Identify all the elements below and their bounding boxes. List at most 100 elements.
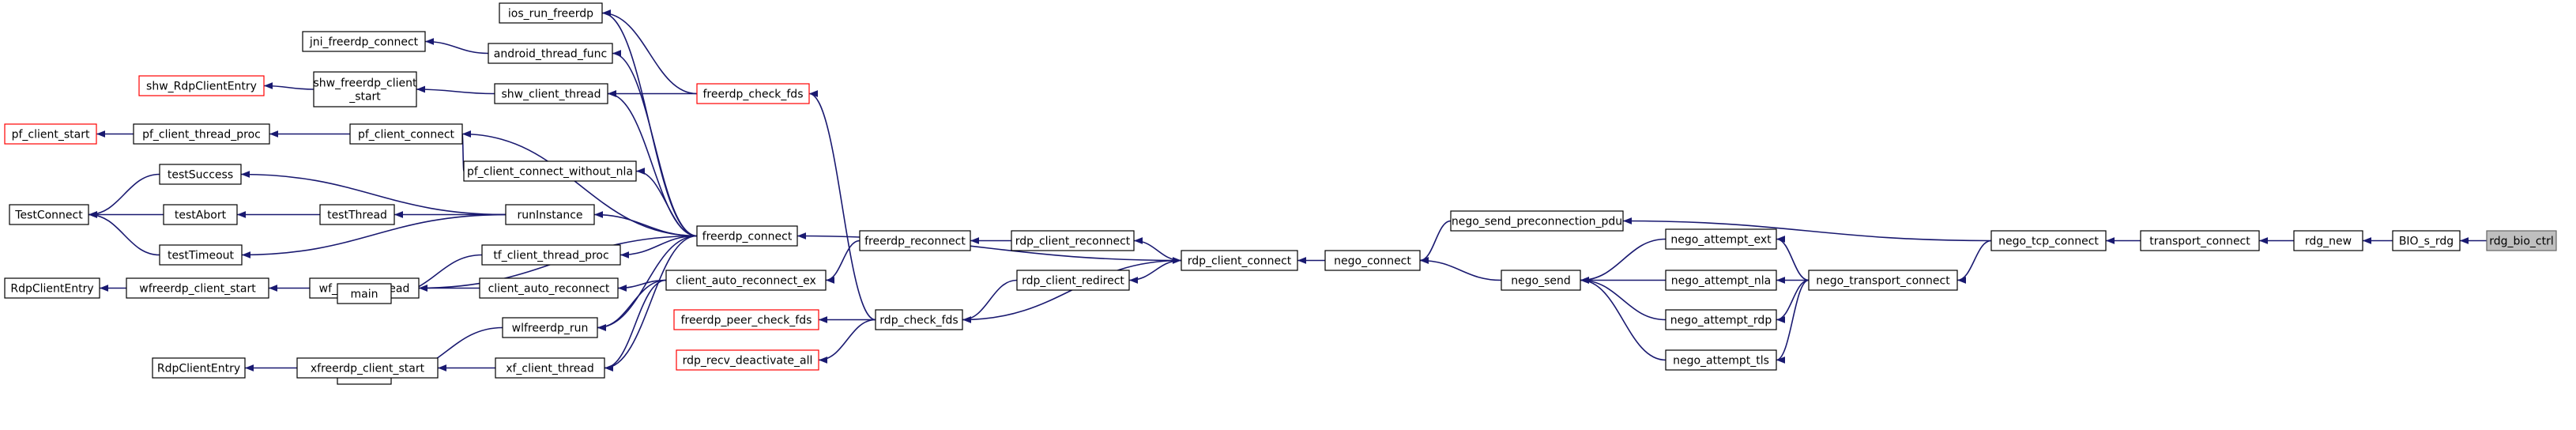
- edge-nego-tcp-connect-to-nego-send-preconnection-pdu: [1622, 217, 1992, 242]
- node-rdp-recv-deactivate-all[interactable]: rdp_recv_deactivate_all: [676, 349, 819, 371]
- node-client-auto-reconnect-ex[interactable]: client_auto_reconnect_ex: [665, 270, 827, 291]
- node-label: testAbort: [175, 209, 227, 222]
- node-label: shw_freerdp_client: [314, 77, 417, 90]
- node-xfreerdp-client-start[interactable]: xfreerdp_client_start: [296, 357, 439, 379]
- edge-nego-transport-connect-to-nego-attempt-ext: [1776, 236, 1810, 281]
- node-label: wlfreerdp_run: [512, 322, 589, 335]
- edge-layer: [88, 9, 2487, 378]
- node-rdg-bio-ctrl[interactable]: rdg_bio_ctrl: [2486, 230, 2557, 251]
- node-box: [875, 309, 963, 330]
- edge-rdp-client-connect-to-rdp-client-reconnect: [1133, 237, 1182, 262]
- node-nego-send-preconnection-pdu[interactable]: nego_send_preconnection_pdu: [1450, 210, 1624, 232]
- node-nego-connect[interactable]: nego_connect: [1324, 250, 1421, 271]
- node-box: [494, 83, 608, 104]
- node-box: [1324, 250, 1421, 271]
- node-ios-run-freerdp[interactable]: ios_run_freerdp: [499, 2, 603, 24]
- node-main-1[interactable]: main: [337, 283, 392, 304]
- edge-nego-attempt-ext-to-nego-send: [1580, 238, 1666, 284]
- node-pf-client-start[interactable]: pf_client_start: [4, 123, 97, 145]
- node-transport-connect[interactable]: transport_connect: [2140, 230, 2260, 251]
- node-box: [319, 204, 395, 225]
- node-nego-transport-connect[interactable]: nego_transport_connect: [1808, 270, 1958, 291]
- node-rdp-check-fds[interactable]: rdp_check_fds: [875, 309, 963, 330]
- node-shw-freerdp-client-start[interactable]: shw_freerdp_client_start: [313, 71, 417, 108]
- node-nego-attempt-nla[interactable]: nego_attempt_nla: [1665, 270, 1777, 291]
- node-bio-s-rdg[interactable]: BIO_s_rdg: [2392, 230, 2461, 251]
- node-shw-rdpcliententry[interactable]: shw_RdpClientEntry: [138, 75, 265, 96]
- edge-freerdp-reconnect-to-client-auto-reconnect-ex: [825, 240, 861, 284]
- node-box: [495, 357, 605, 379]
- node-android-thread-func[interactable]: android_thread_func: [488, 43, 613, 64]
- node-box: [1808, 270, 1958, 291]
- edge-shw-client-thread-to-shw-freerdp-client-start: [416, 85, 495, 95]
- node-rdg-new[interactable]: rdg_new: [2293, 230, 2363, 251]
- node-testabort[interactable]: testAbort: [163, 204, 238, 225]
- node-box: [1450, 210, 1624, 232]
- node-label: pf_client_thread_proc: [142, 129, 261, 141]
- node-freerdp-connect[interactable]: freerdp_connect: [696, 225, 798, 247]
- node-box: [159, 164, 242, 185]
- node-testtimeout[interactable]: testTimeout: [159, 244, 243, 266]
- node-box: [152, 357, 246, 379]
- node-label: rdp_recv_deactivate_all: [683, 355, 813, 368]
- edge-freerdp-connect-to-pf-client-connect-without-nla: [635, 168, 698, 237]
- edge-nego-attempt-rdp-to-nego-send: [1580, 277, 1666, 321]
- node-box: [337, 283, 392, 304]
- node-label: rdp_client_connect: [1188, 255, 1292, 268]
- node-nego-attempt-tls[interactable]: nego_attempt_tls: [1665, 349, 1777, 371]
- node-rdpcliententry-2[interactable]: RdpClientEntry: [152, 357, 246, 379]
- node-label: xf_client_thread: [506, 363, 594, 375]
- node-rdp-client-redirect[interactable]: rdp_client_redirect: [1016, 270, 1130, 291]
- node-box: [4, 123, 97, 145]
- node-rdpcliententry-1[interactable]: RdpClientEntry: [4, 277, 100, 299]
- node-label: pf_client_connect: [358, 129, 455, 141]
- node-box: [2140, 230, 2260, 251]
- node-box: [313, 71, 417, 108]
- node-testsuccess[interactable]: testSuccess: [159, 164, 242, 185]
- node-box: [1665, 228, 1777, 250]
- node-nego-tcp-connect[interactable]: nego_tcp_connect: [1990, 230, 2107, 251]
- node-nego-attempt-rdp[interactable]: nego_attempt_rdp: [1665, 309, 1777, 330]
- node-pf-client-connect-without-nla[interactable]: pf_client_connect_without_nla: [463, 160, 637, 182]
- node-rdp-client-connect[interactable]: rdp_client_connect: [1181, 250, 1298, 271]
- node-box: [859, 230, 971, 251]
- node-jni-freerdp-connect[interactable]: jni_freerdp_connect: [302, 31, 426, 52]
- node-label: testThread: [327, 209, 387, 222]
- node-pf-client-thread-proc[interactable]: pf_client_thread_proc: [133, 123, 270, 145]
- node-testthread[interactable]: testThread: [319, 204, 395, 225]
- node-wfreerdp-client-start[interactable]: wfreerdp_client_start: [126, 277, 269, 299]
- node-label: client_auto_reconnect_ex: [676, 275, 815, 288]
- node-label: freerdp_connect: [702, 231, 793, 243]
- node-box: [1016, 270, 1130, 291]
- node-client-auto-reconnect[interactable]: client_auto_reconnect: [479, 277, 619, 299]
- node-label: testSuccess: [168, 169, 233, 182]
- node-xf-client-thread[interactable]: xf_client_thread: [495, 357, 605, 379]
- node-freerdp-check-fds[interactable]: freerdp_check_fds: [696, 83, 810, 104]
- node-label: nego_send_preconnection_pdu: [1452, 216, 1622, 228]
- edge-runinstance-to-testtimeout: [241, 213, 507, 258]
- edge-testsuccess-to-testconnect: [88, 173, 160, 218]
- node-nego-attempt-ext[interactable]: nego_attempt_ext: [1665, 228, 1777, 250]
- node-shw-client-thread[interactable]: shw_client_thread: [494, 83, 608, 104]
- edge-rdp-client-connect-to-rdp-client-redirect: [1128, 259, 1182, 284]
- node-rdp-client-reconnect[interactable]: rdp_client_reconnect: [1011, 230, 1135, 251]
- node-freerdp-peer-check-fds[interactable]: freerdp_peer_check_fds: [673, 309, 819, 330]
- edge-shw-freerdp-client-start-to-shw-rdpcliententry: [263, 82, 314, 90]
- node-wlfreerdp-run[interactable]: wlfreerdp_run: [502, 317, 598, 338]
- node-label: freerdp_peer_check_fds: [681, 315, 812, 327]
- node-nego-send[interactable]: nego_send: [1501, 270, 1581, 291]
- node-freerdp-reconnect[interactable]: freerdp_reconnect: [859, 230, 971, 251]
- node-pf-client-connect[interactable]: pf_client_connect: [349, 123, 463, 145]
- node-box: [1011, 230, 1135, 251]
- node-box: [159, 244, 243, 266]
- node-runinstance[interactable]: runInstance: [505, 204, 595, 225]
- node-box: [9, 204, 89, 225]
- node-tf-client-thread-proc[interactable]: tf_client_thread_proc: [481, 244, 621, 266]
- edge-nego-transport-connect-to-nego-attempt-tls: [1776, 279, 1810, 364]
- node-box: [133, 123, 270, 145]
- node-label: nego_attempt_tls: [1673, 355, 1769, 368]
- node-label: rdp_client_reconnect: [1015, 236, 1131, 248]
- node-testconnect[interactable]: TestConnect: [9, 204, 89, 225]
- node-box: [349, 123, 463, 145]
